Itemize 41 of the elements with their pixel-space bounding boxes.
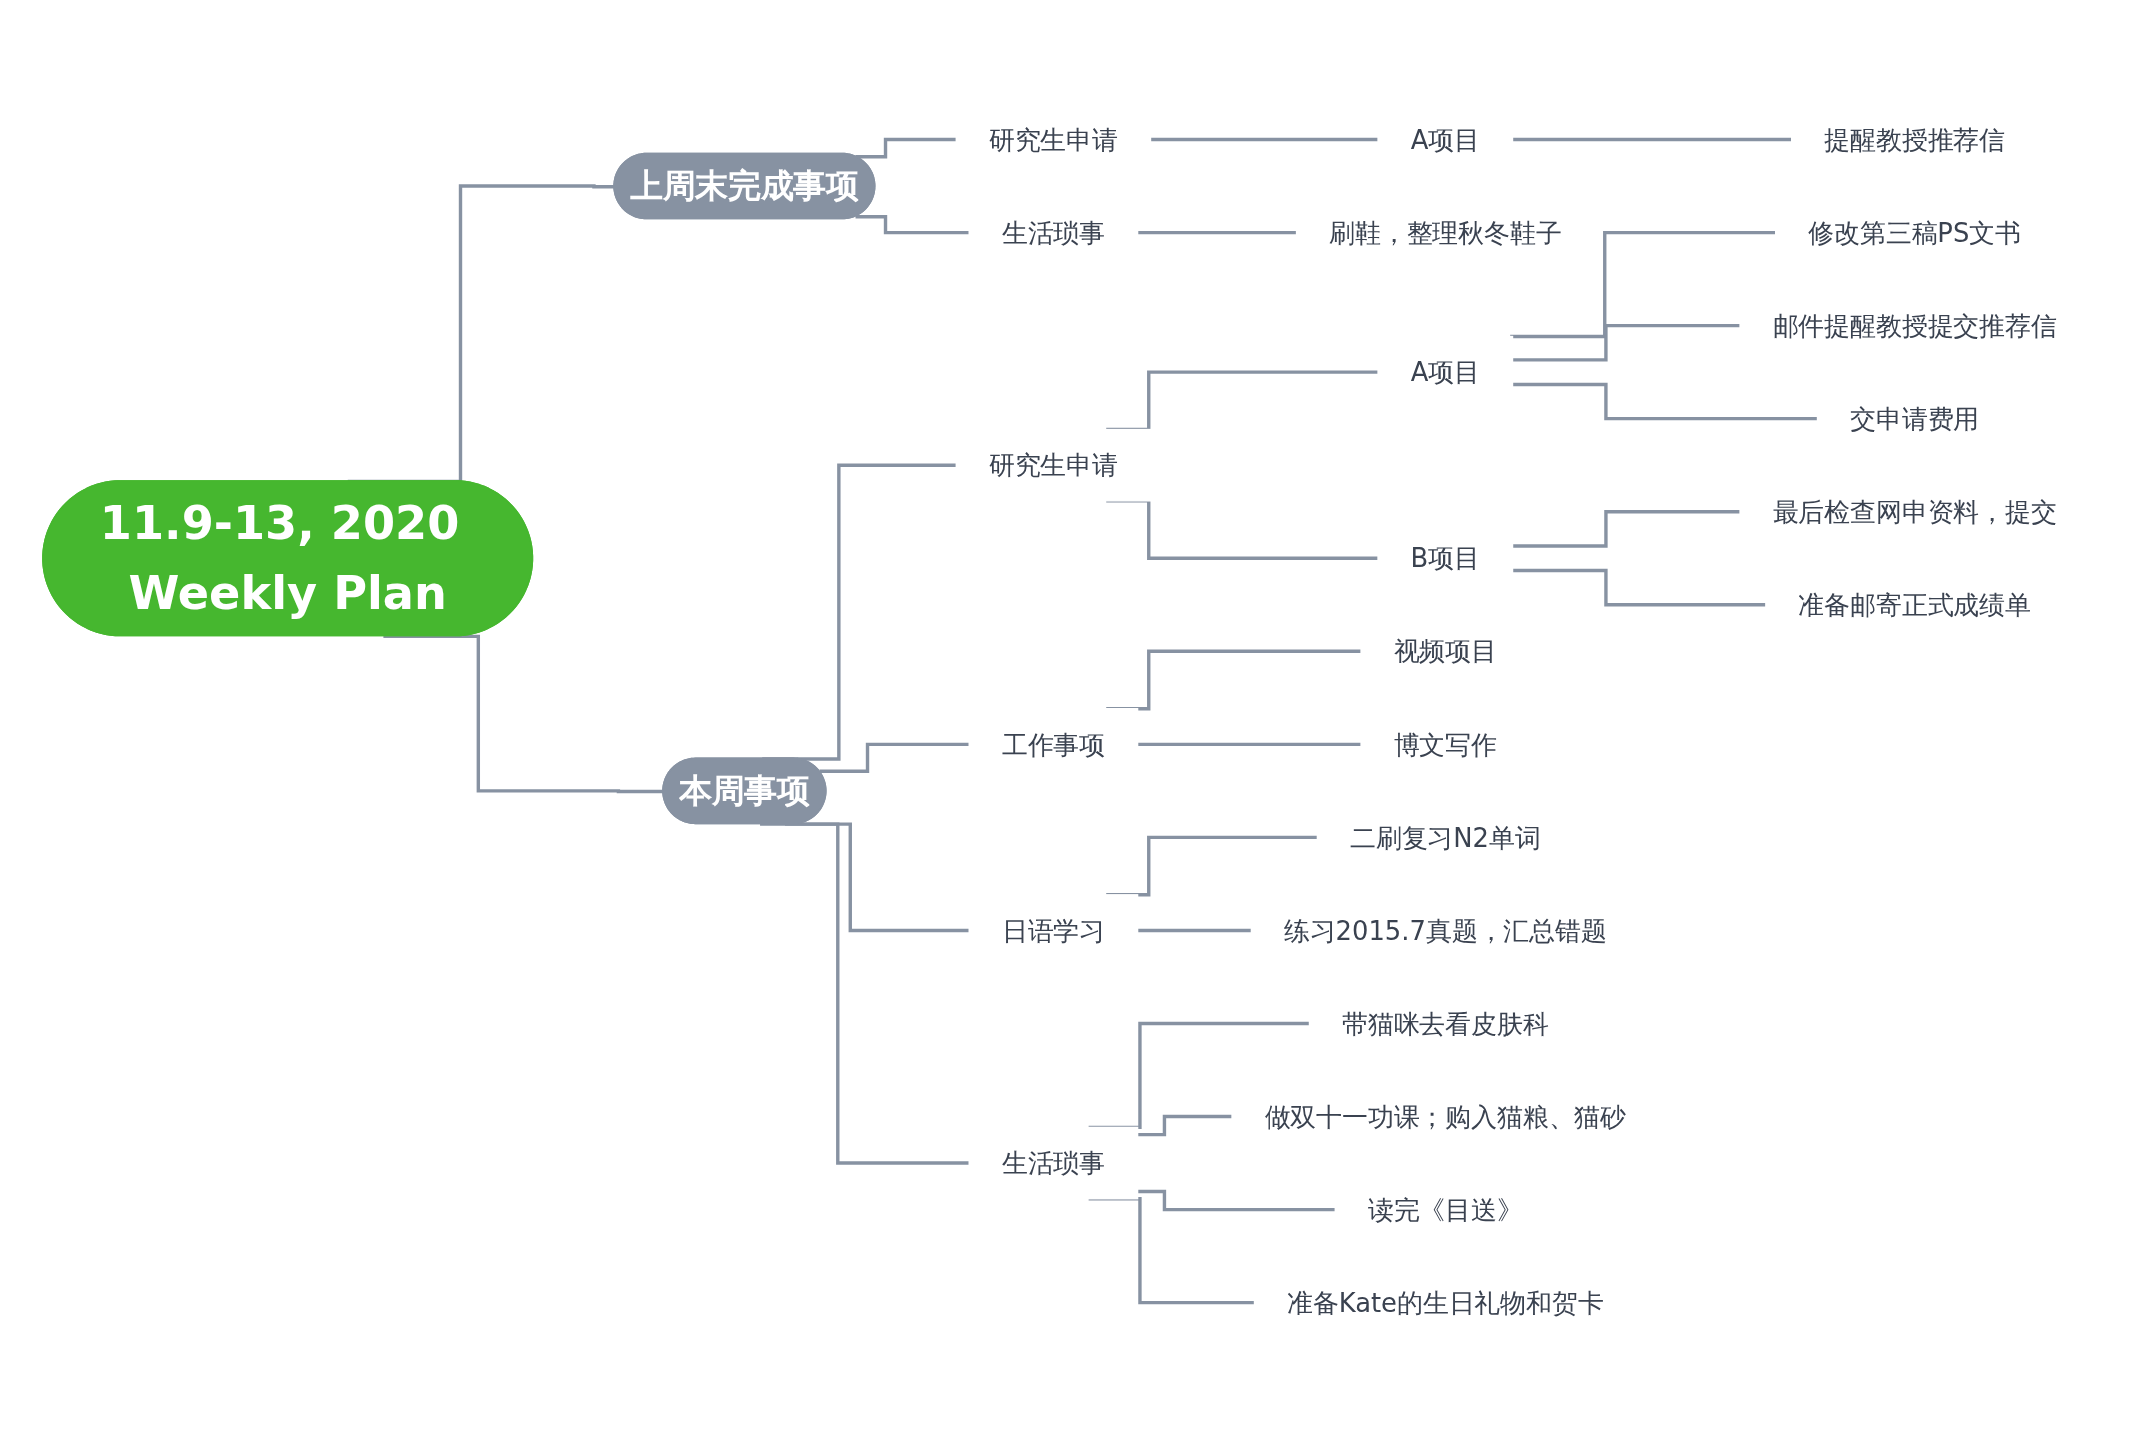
connector <box>1088 1021 1310 1129</box>
node-text: 准备Kate的生日礼物和贺卡 <box>1287 1287 1604 1318</box>
connector <box>1088 1196 1255 1305</box>
node-text: 研究生申请 <box>988 124 1118 155</box>
node-text: 读完《目送》 <box>1367 1194 1523 1225</box>
connector <box>1106 499 1378 560</box>
connector <box>1137 1189 1336 1212</box>
connector <box>1137 928 1252 933</box>
node-text: 邮件提醒教授提交推荐信 <box>1772 310 2057 341</box>
node-text: 修改第三稿PS文书 <box>1808 217 2021 248</box>
node-text: 刷鞋，整理秋冬鞋子 <box>1329 217 1562 248</box>
connector <box>855 214 970 235</box>
node-text: 视频项目 <box>1393 635 1497 666</box>
connector <box>1106 370 1379 432</box>
node-text: 准备邮寄正式成绩单 <box>1798 589 2031 620</box>
connector <box>1512 323 1741 362</box>
node-text: 生活琐事 <box>1001 217 1105 248</box>
connector <box>1137 230 1297 235</box>
connector <box>1137 742 1362 746</box>
node-text: B项目 <box>1410 542 1480 573</box>
connector <box>1512 509 1741 548</box>
node-text: 提醒教授推荐信 <box>1824 124 2005 155</box>
node-text: A项目 <box>1410 356 1480 387</box>
connector <box>1137 1114 1232 1137</box>
node-text: 博文写作 <box>1393 728 1497 759</box>
node-text: A项目 <box>1410 124 1480 155</box>
node-text: 二刷复习N2单词 <box>1349 822 1541 852</box>
node-text: 交申请费用 <box>1850 403 1980 434</box>
node-text: 做双十一功课；购入猫粮、猫砂 <box>1264 1101 1626 1132</box>
node-text: 练习2015.7真题，汇总错题 <box>1283 915 1607 945</box>
connector <box>1512 382 1818 421</box>
node-text: 最后检查网申资料，提交 <box>1772 496 2057 527</box>
connector <box>383 634 664 794</box>
node-text: 带猫咪去看皮肤科 <box>1342 1008 1549 1039</box>
connector <box>855 137 957 159</box>
connector <box>1150 137 1379 142</box>
connector <box>1510 230 1776 339</box>
connector <box>1512 137 1792 142</box>
connector <box>1512 568 1766 607</box>
connector <box>819 742 970 773</box>
connector <box>760 822 970 1165</box>
